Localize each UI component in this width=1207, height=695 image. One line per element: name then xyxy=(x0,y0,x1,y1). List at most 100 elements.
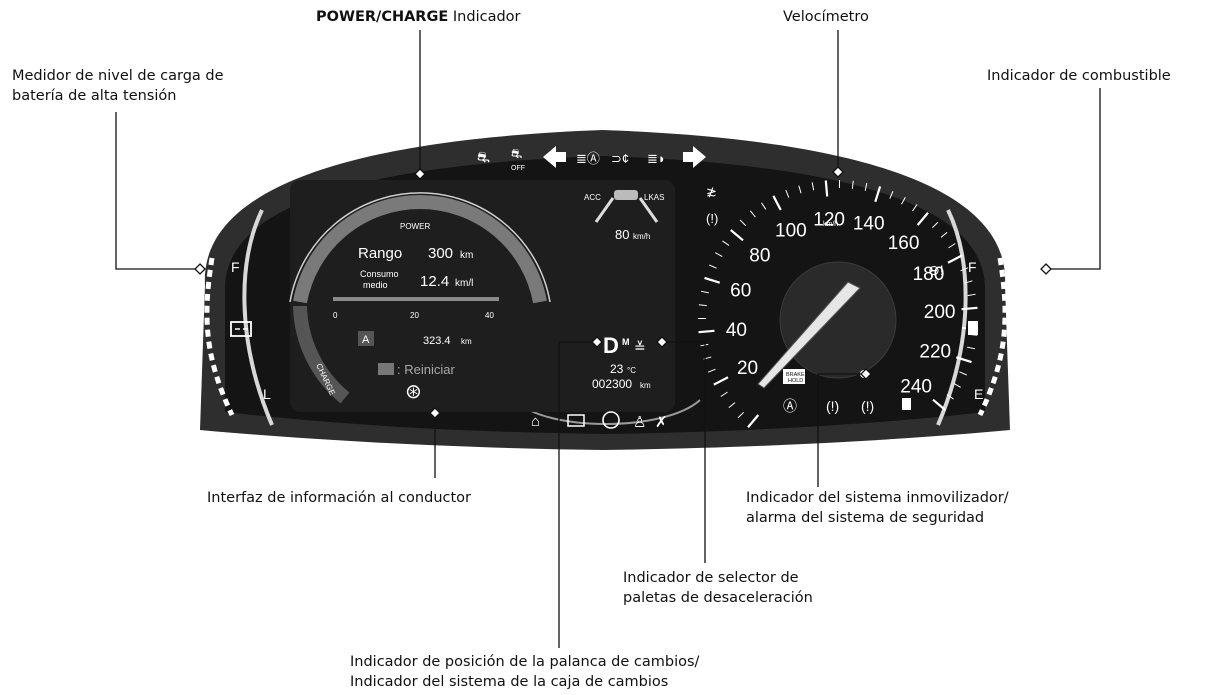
trip-value: 323.4 xyxy=(423,335,451,347)
abs-icon xyxy=(602,411,620,429)
front-fog-icon: ≵ xyxy=(706,184,717,199)
speed-tick xyxy=(761,202,767,210)
gear-indicator: D xyxy=(603,333,619,358)
brake-hold-text-2: HOLD xyxy=(788,378,803,384)
speed-tick xyxy=(709,264,717,269)
temperature-unit: °C xyxy=(627,366,636,375)
brake-hold-text-1: BRAKE xyxy=(786,372,805,378)
consumption-bar xyxy=(333,297,499,301)
speed-tick xyxy=(864,182,868,191)
speed-label-160: 160 xyxy=(888,233,920,254)
charge-arc xyxy=(293,305,350,404)
svg-text:OFF: OFF xyxy=(511,165,525,172)
speed-label-140: 140 xyxy=(853,214,885,235)
speed-tick xyxy=(960,267,969,272)
callout-power-charge: POWER/CHARGE Indicador xyxy=(316,9,521,25)
callout-shift-line1: Indicador de posición de la palanca de c… xyxy=(350,654,700,670)
speed-tick xyxy=(698,329,715,334)
speed-label-200: 200 xyxy=(924,302,956,323)
speed-tick xyxy=(955,356,972,364)
turn-right-arrow-icon xyxy=(683,146,706,168)
right-chrome-trim xyxy=(936,209,968,426)
power-arc-outline xyxy=(289,192,551,303)
callout-markers xyxy=(194,166,1052,419)
speed-tick xyxy=(698,304,707,307)
range-unit: km xyxy=(460,250,473,261)
speed-label-80: 80 xyxy=(749,245,770,266)
speed-label-60: 60 xyxy=(730,280,751,301)
fuel-pump-icon xyxy=(962,321,978,335)
speedometer-needle xyxy=(757,281,861,389)
speed-tick xyxy=(889,191,894,199)
speed-tick xyxy=(916,212,929,226)
consumption-label-2: medio xyxy=(363,280,388,290)
speed-label-180: 180 xyxy=(913,264,945,285)
speed-label-40: 40 xyxy=(726,320,747,341)
trip-unit: km xyxy=(461,337,472,346)
callout-immobilizer-line1: Indicador del sistema inmovilizador/ xyxy=(746,490,1009,506)
speed-tick xyxy=(798,185,802,194)
traction-control-icon: ⛐ xyxy=(477,149,490,166)
battery-gauge: F L xyxy=(204,257,271,417)
traction-control-off-icon: ⛐ xyxy=(511,146,522,161)
speed-tick xyxy=(961,306,978,311)
speed-tick xyxy=(967,346,976,350)
speed-tick xyxy=(901,197,906,205)
scale-tick-20: 20 xyxy=(410,311,419,320)
speed-tick xyxy=(874,186,882,203)
speed-tick xyxy=(824,180,829,197)
set-speed-unit: km/h xyxy=(633,232,650,241)
callout-battery-line2: batería de alta tensión xyxy=(12,88,177,104)
speed-unit: km/h xyxy=(823,221,838,228)
gear-mode: M xyxy=(622,337,630,347)
speed-label-220: 220 xyxy=(919,342,951,363)
speed-tick xyxy=(932,398,946,411)
battery-icon xyxy=(230,321,252,337)
speed-tick xyxy=(772,195,782,211)
fog-light-icon: ⊃¢ xyxy=(611,151,629,166)
odometer-unit: km xyxy=(640,381,651,390)
speed-tick xyxy=(720,391,728,397)
bottom-warning-row: ⌂ ♙ ✗ Ⓐ (!) (!) xyxy=(531,398,911,431)
lane-graphic xyxy=(594,197,659,223)
speed-tick xyxy=(940,231,948,238)
low-brake-icon: (!) xyxy=(861,398,874,414)
consumption-value: 12.4 xyxy=(420,273,449,290)
speed-tick xyxy=(851,180,854,189)
set-speed: 80 xyxy=(615,227,629,242)
driver-info-screen xyxy=(290,180,675,412)
consumption-label-1: Consumo xyxy=(360,269,399,279)
callout-dii: Interfaz de información al conductor xyxy=(207,490,472,506)
callout-paddle-line2: paletas de desaceleración xyxy=(623,590,813,606)
battery-full-label: F xyxy=(231,259,240,275)
reset-button-icon xyxy=(378,363,394,375)
speed-tick xyxy=(785,189,790,198)
reset-text: : Reiniciar xyxy=(397,362,455,377)
lkas-label: LKAS xyxy=(644,193,664,202)
battery-low-label: L xyxy=(263,386,271,402)
speed-tick xyxy=(912,204,918,212)
brake-warning-icon: (!) xyxy=(826,398,839,414)
leader-immobilizer xyxy=(817,373,866,487)
scale-tick-0: 0 xyxy=(333,311,338,320)
fuel-empty-label: E xyxy=(974,386,983,402)
range-label: Rango xyxy=(358,245,402,262)
callout-speedometer: Velocímetro xyxy=(783,9,869,25)
check-engine-icon: ⌂ xyxy=(531,413,540,430)
brake-system-amber-icon: Ⓐ xyxy=(783,398,797,414)
speed-label-240: 240 xyxy=(900,377,932,398)
speed-tick xyxy=(959,371,967,376)
speed-tick xyxy=(749,210,756,218)
speed-tick xyxy=(946,394,954,400)
speed-tick xyxy=(704,276,721,284)
steering-warning-icon: ⊖! xyxy=(928,262,944,278)
speed-tick xyxy=(811,182,815,191)
turn-left-arrow-icon xyxy=(543,146,566,168)
callout-paddle-line1: Indicador de selector de xyxy=(623,570,799,586)
callout-shift-line2: Indicador del sistema de la caja de camb… xyxy=(350,674,669,690)
acc-car-icon xyxy=(614,190,638,200)
temperature-value: 23 xyxy=(610,362,624,376)
